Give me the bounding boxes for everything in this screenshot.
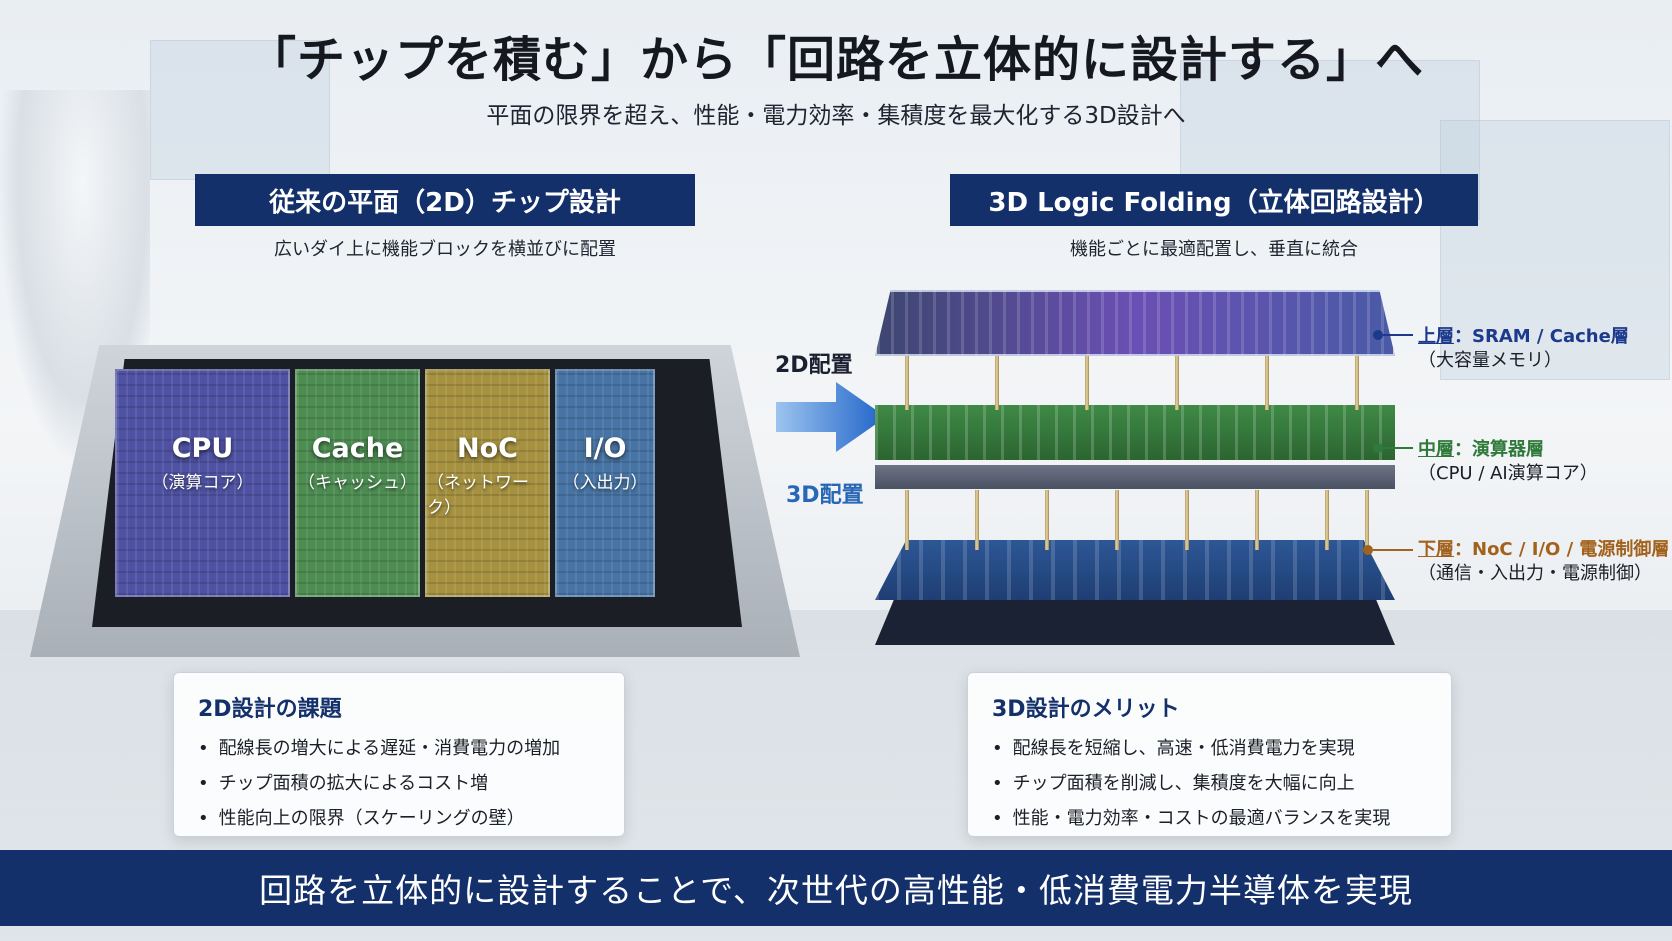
list-item: 配線長の増大による遅延・消費電力の増加	[198, 731, 600, 766]
cache-block-sub: （キャッシュ）	[298, 473, 417, 493]
io-block-sub: （入出力）	[562, 473, 648, 493]
cpu-block: CPU （演算コア）	[115, 369, 290, 597]
cache-block-name: Cache	[311, 433, 404, 464]
right-header: 3D Logic Folding（立体回路設計）	[950, 174, 1478, 226]
noc-block-sub: （ネットワーク）	[427, 473, 529, 518]
middle-layer-title: 演算器層	[1472, 439, 1544, 460]
middle-layer-tag: 中層	[1418, 439, 1454, 460]
list-item: 配線長を短縮し、高速・低消費電力を実現	[992, 731, 1427, 766]
page-subtitle: 平面の限界を超え、性能・電力効率・集積度を最大化する3D設計へ	[486, 103, 1186, 129]
list-item: チップ面積の拡大によるコスト増	[198, 766, 600, 801]
left-header: 従来の平面（2D）チップ設計	[195, 174, 695, 226]
top-layer-pointer-icon	[1373, 330, 1383, 340]
3d-merits-title: 3D設計のメリット	[992, 697, 1180, 722]
cpu-block-sub: （演算コア）	[151, 473, 254, 493]
cache-block: Cache （キャッシュ）	[295, 369, 420, 597]
2d-chip-illustration: CPU （演算コア） Cache （キャッシュ） NoC （ネットワーク） I/…	[30, 345, 800, 657]
top-layer-title: SRAM / Cache層	[1472, 326, 1629, 347]
top-layer-tag: 上層	[1418, 326, 1454, 347]
3d-merits-box: 3D設計のメリット 配線長を短縮し、高速・低消費電力を実現 チップ面積を削減し、…	[967, 672, 1452, 837]
io-block: I/O （入出力）	[555, 369, 655, 597]
footer-banner: 回路を立体的に設計することで、次世代の高性能・低消費電力半導体を実現	[0, 850, 1672, 926]
arrow-bottom-label: 3D配置	[786, 483, 864, 508]
middle-layer-callout: 中層：演算器層 （CPU / AI演算コア）	[1418, 438, 1598, 487]
list-item: 性能・電力効率・コストの最適バランスを実現	[992, 801, 1427, 836]
bottom-layer-title: NoC / I/O / 電源制御層	[1472, 539, 1670, 560]
list-item: 性能向上の限界（スケーリングの壁）	[198, 801, 600, 836]
left-caption: 広いダイ上に機能ブロックを横並びに配置	[274, 239, 616, 260]
middle-layer-pointer-icon	[1373, 443, 1383, 453]
top-layer-sub: （大容量メモリ）	[1418, 350, 1562, 372]
middle-layer-sub: （CPU / AI演算コア）	[1418, 463, 1598, 485]
bottom-layer-sub: （通信・入出力・電源制御）	[1418, 563, 1652, 585]
io-block-name: I/O	[583, 433, 627, 464]
page-title: 「チップを積む」から「回路を立体的に設計する」へ	[247, 32, 1424, 88]
right-arrow-icon	[776, 382, 886, 452]
2d-challenges-title: 2D設計の課題	[198, 697, 342, 722]
arrow-top-label: 2D配置	[775, 353, 853, 378]
right-caption: 機能ごとに最適配置し、垂直に統合	[1070, 239, 1358, 260]
top-layer-callout: 上層：SRAM / Cache層 （大容量メモリ）	[1418, 325, 1629, 374]
bottom-layer-tag: 下層	[1418, 539, 1454, 560]
noc-block-name: NoC	[457, 433, 518, 464]
noc-block: NoC （ネットワーク）	[425, 369, 550, 597]
bottom-layer-callout: 下層：NoC / I/O / 電源制御層 （通信・入出力・電源制御）	[1418, 538, 1669, 587]
cpu-block-name: CPU	[171, 433, 234, 464]
bottom-layer-pointer-icon	[1363, 545, 1373, 555]
3d-stack-illustration	[875, 290, 1395, 660]
list-item: チップ面積を削減し、集積度を大幅に向上	[992, 766, 1427, 801]
2d-challenges-box: 2D設計の課題 配線長の増大による遅延・消費電力の増加 チップ面積の拡大によるコ…	[173, 672, 625, 837]
